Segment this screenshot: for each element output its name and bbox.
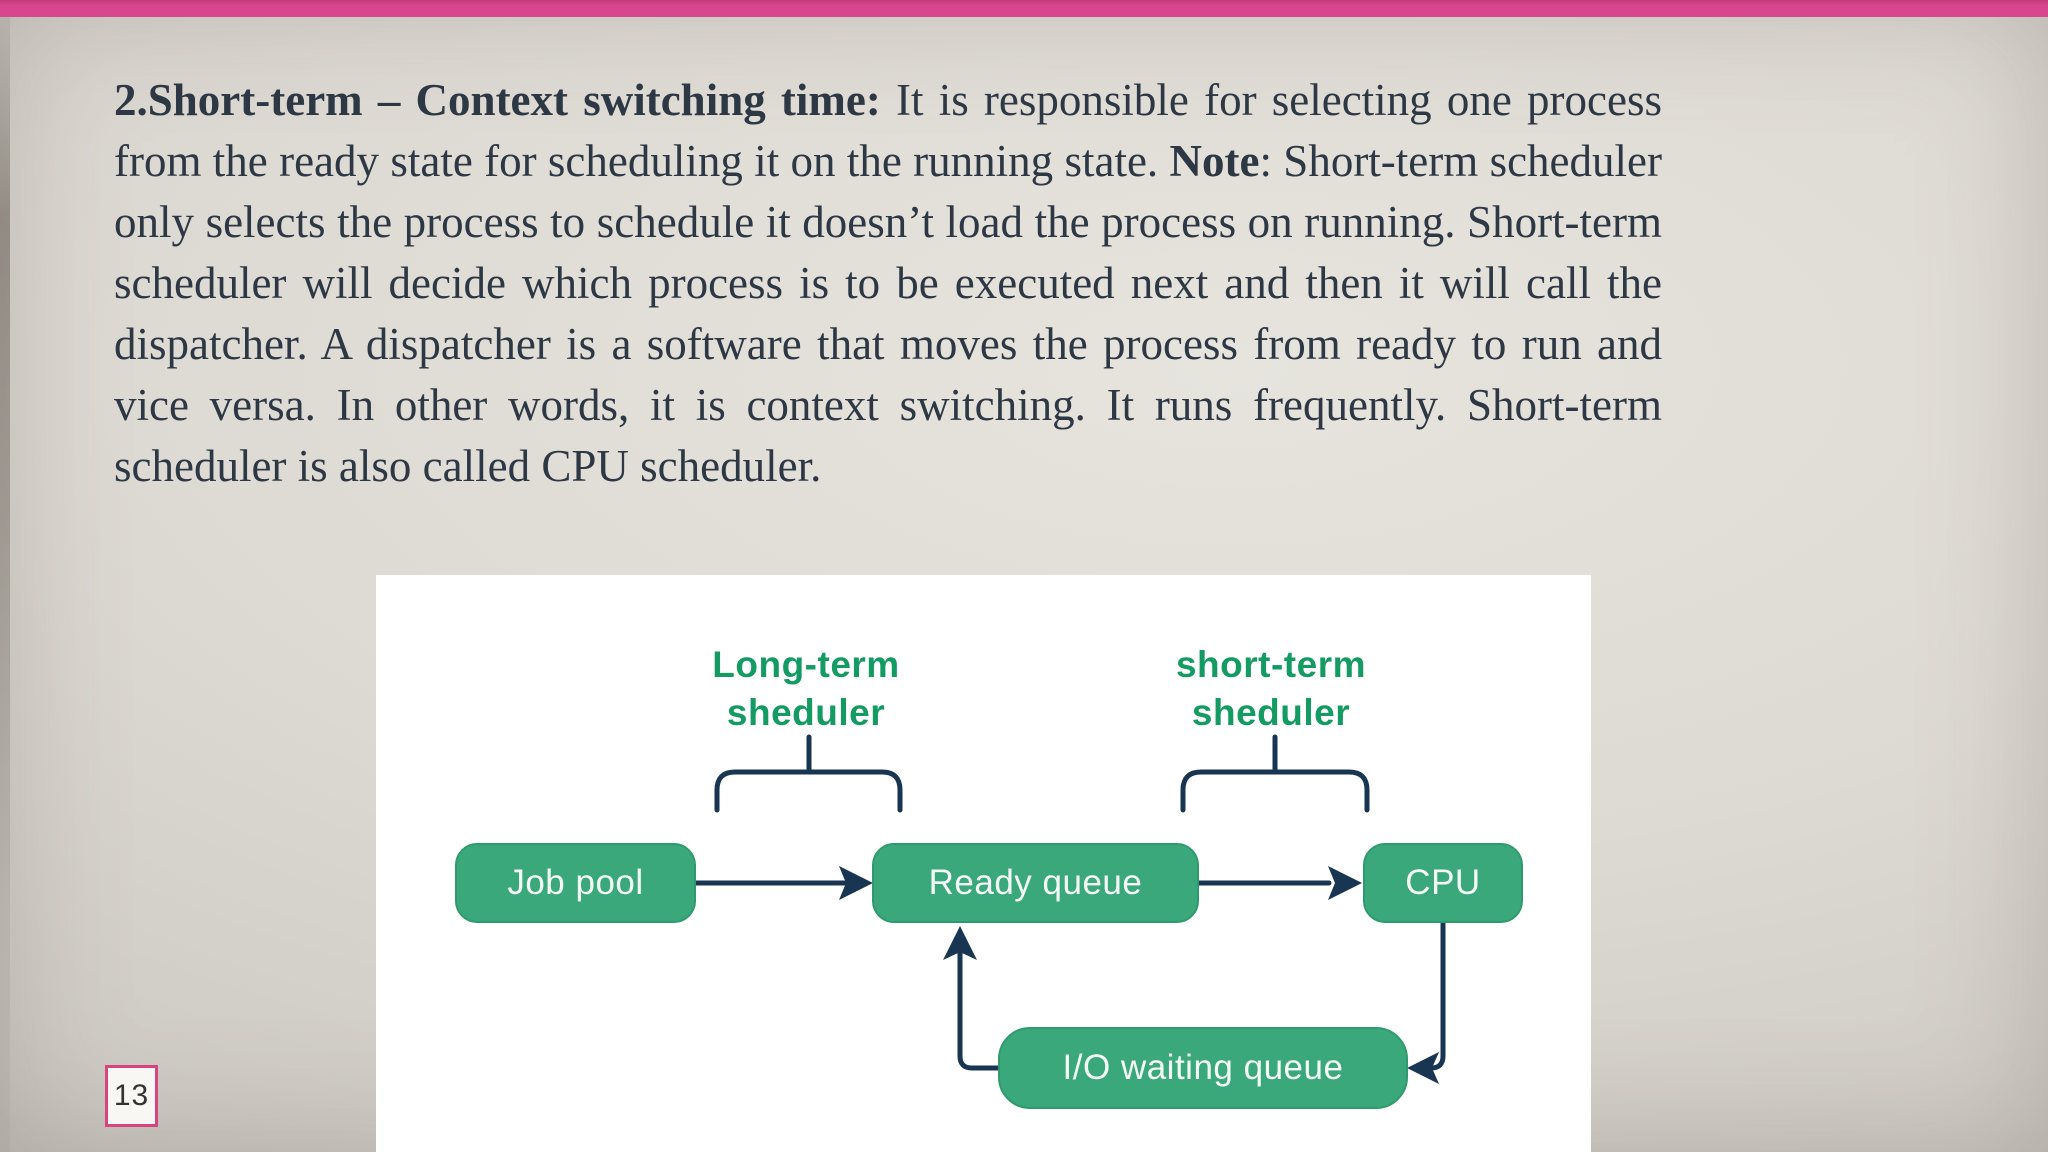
ready-queue-node: Ready queue (872, 843, 1199, 923)
paragraph-note-label: Note (1169, 136, 1260, 186)
ready-queue-node-label: Ready queue (928, 863, 1143, 902)
body-paragraph: 2.Short-term – Context switching time: I… (114, 70, 1662, 497)
cpu-node: CPU (1363, 843, 1523, 923)
left-edge-shadow (0, 17, 10, 1152)
page-number: 13 (113, 1079, 150, 1112)
arrowhead-up-icon (943, 926, 977, 960)
long-term-label-line2: sheduler (726, 692, 886, 733)
paragraph-bold-lead: 2.Short-term – Context switching time: (114, 75, 881, 125)
cpu-node-label: CPU (1405, 863, 1481, 902)
page-number-badge: 13 (105, 1065, 158, 1127)
paragraph-text-continued: : Short-term scheduler only selects the … (114, 136, 1662, 491)
job-pool-node-label: Job pool (507, 863, 644, 902)
top-accent-bar (0, 0, 2048, 17)
job-pool-node: Job pool (455, 843, 696, 923)
short-term-label-line1: short-term (1175, 644, 1367, 685)
arrowhead-left-icon (1407, 1052, 1439, 1084)
io-waiting-queue-node-label: I/O waiting queue (1062, 1048, 1344, 1087)
scheduler-diagram-panel: Long-term sheduler short-term sheduler J… (376, 575, 1591, 1152)
io-waiting-queue-node: I/O waiting queue (998, 1027, 1408, 1109)
arrowhead-right-icon (839, 866, 873, 900)
paragraph-text: It is responsible for selecting one proc… (114, 75, 1662, 186)
long-term-label-line1: Long-term (712, 644, 900, 685)
long-term-scheduler-label: Long-term sheduler (656, 641, 956, 737)
diagram-connectors (693, 734, 1446, 1084)
short-term-scheduler-label: short-term sheduler (1121, 641, 1421, 737)
arrowhead-right-icon (1328, 866, 1362, 900)
short-term-label-line2: sheduler (1191, 692, 1351, 733)
